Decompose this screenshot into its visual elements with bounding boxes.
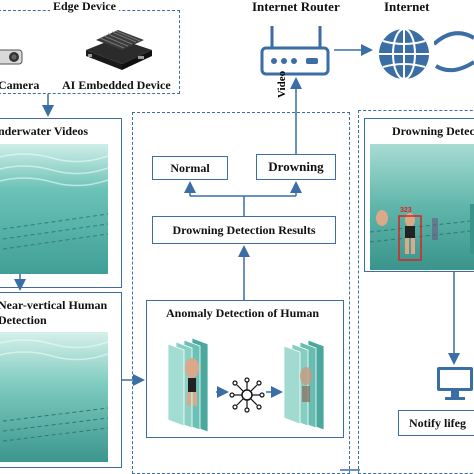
detection-label-line2: Detection [0, 313, 47, 327]
underwater-video-frame [0, 144, 108, 274]
edge-device-title: Edge Device [50, 0, 119, 14]
ai-device-label: AI Embedded Device [62, 78, 171, 92]
drowning-results-box: Drowning Detection Results [152, 216, 336, 244]
network-link-icon [432, 26, 474, 76]
ai-embedded-device-icon [82, 20, 154, 74]
drowning-detect-title: Drowning Detect [392, 124, 474, 138]
input-frame-stack [167, 337, 218, 433]
monitor-icon [436, 366, 474, 402]
bbox-label: 323 [400, 207, 412, 214]
drowning-box: Drowning [256, 154, 336, 180]
video-label: Video [276, 70, 288, 98]
drowning-detect-frame [370, 144, 474, 270]
detection-video-frame [0, 332, 108, 462]
router-icon [260, 22, 332, 78]
internet-label: Internet [384, 0, 430, 14]
anomaly-detection-label: Anomaly Detection of Human [166, 306, 319, 320]
neural-network-icon [228, 376, 266, 414]
normal-box: Normal [152, 156, 228, 180]
detection-label-line1: Near-vertical Human [0, 298, 108, 312]
camera-icon [0, 48, 26, 66]
camera-label: Camera [0, 78, 40, 92]
globe-icon [374, 24, 434, 84]
output-frame-stack [283, 339, 332, 431]
underwater-videos-label: nderwater Videos [0, 124, 89, 138]
notify-lifeguard-box: Notify lifeg [398, 410, 474, 436]
internet-router-label: Internet Router [252, 0, 340, 14]
